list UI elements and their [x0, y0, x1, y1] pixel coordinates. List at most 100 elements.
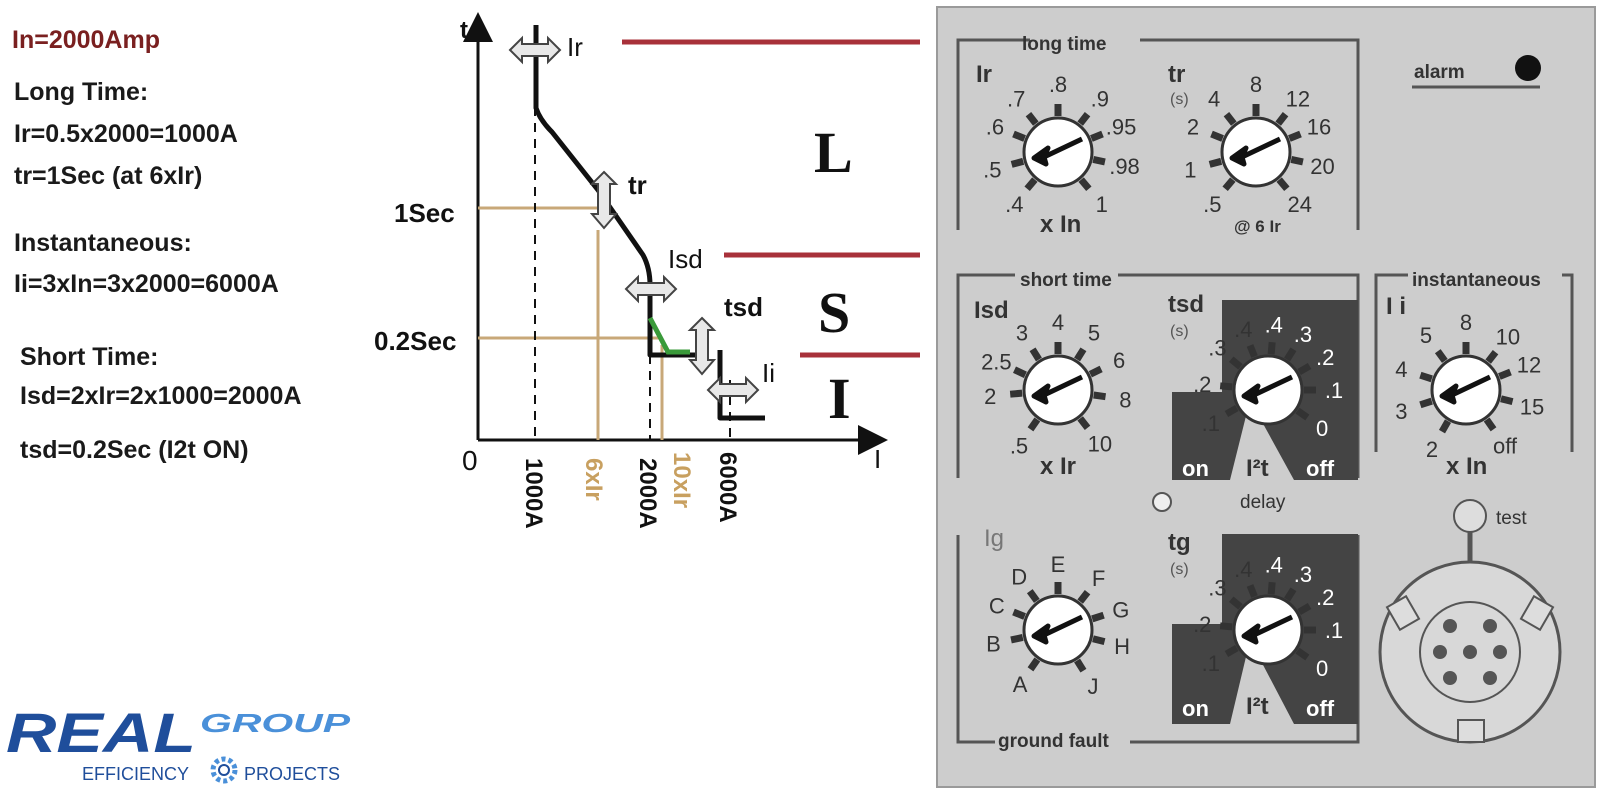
ir-dial-label: Ir: [976, 61, 992, 88]
ii-dial-label: I i: [1386, 293, 1406, 320]
tsd-unit: (s): [1170, 323, 1189, 340]
ig-dial-scale-label: E: [1051, 552, 1066, 577]
tsd-dial-scale-label: .4: [1265, 312, 1283, 337]
group-title-long-time: long time: [1022, 34, 1106, 55]
label-ir: Ir: [567, 32, 583, 62]
origin-label: 0: [462, 445, 478, 476]
tg-dial-scale-label: .2: [1193, 612, 1211, 637]
group-title-short-time: short time: [1020, 270, 1112, 291]
tg-dial-tick: [1228, 596, 1243, 610]
ii-dial-scale-label: 3: [1395, 399, 1407, 424]
isd-dial-tick: [1013, 366, 1027, 378]
ir-dial-scale-label: .95: [1106, 115, 1137, 140]
test-label: test: [1496, 508, 1527, 529]
x-label-2000a: 2000A: [634, 458, 661, 529]
tg-dial-scale-label: .1: [1325, 618, 1343, 643]
tsd-dial-scale-label: 0: [1316, 416, 1328, 441]
tsd-dial-scale-label: .3: [1208, 336, 1226, 361]
instantaneous-ii: Ii=3xIn=3x2000=6000A: [14, 270, 279, 298]
ir-dial-scale-label: .6: [986, 115, 1004, 140]
ig-dial-scale-label: J: [1087, 674, 1098, 699]
tg-dial-tick: [1246, 584, 1258, 598]
tg-i2t-label: I²t: [1246, 693, 1269, 720]
tsd-dial-tick: [1228, 356, 1243, 370]
ig-dial-scale-label: A: [1013, 672, 1028, 697]
short-time-heading: Short Time:: [20, 343, 159, 371]
ii-dial-scale-label: off: [1493, 434, 1518, 459]
tg-dial[interactable]: .1.2.3.4.4.3.2.10: [1193, 552, 1343, 681]
ir-dial-pointer: [1031, 136, 1084, 167]
y-label-02sec: 0.2Sec: [374, 326, 456, 356]
tr-dial-tick: [1210, 130, 1224, 142]
tsd-i2t-label: I²t: [1246, 455, 1269, 482]
trip-curve-diagram: t I 0 Ir tr Isd tsd Ii L S: [374, 12, 920, 529]
ir-dial-scale-label: .8: [1049, 72, 1067, 97]
brand-sub: GROUP: [200, 708, 351, 738]
tr-dial-pointer: [1229, 136, 1282, 167]
ii-dial-tick: [1500, 395, 1514, 406]
label-tsd: tsd: [724, 292, 763, 322]
ir-dial-scale-label: 1: [1096, 192, 1108, 217]
group-title-ground-fault: ground fault: [998, 731, 1109, 752]
ir-dial-tick: [1024, 177, 1038, 192]
ig-dial-scale-label: H: [1114, 634, 1130, 659]
ii-dial-tick: [1434, 349, 1448, 363]
isd-dial-tick: [1077, 416, 1091, 430]
tg-unit: (s): [1170, 561, 1189, 578]
tagline-left: EFFICIENCY: [82, 764, 189, 784]
ig-dial-label: Ig: [984, 525, 1004, 552]
tsd-dial-label: tsd: [1168, 291, 1204, 318]
ir-dial-tick: [1090, 130, 1104, 142]
ir-dial-scale-label: .98: [1109, 154, 1140, 179]
tsd-dial-scale-label: .1: [1202, 411, 1220, 436]
ir-dial-scale-label: .4: [1005, 192, 1023, 217]
x-label-6xir: 6xIr: [580, 458, 607, 501]
tg-dial-scale-label: 0: [1316, 656, 1328, 681]
tg-on-label: on: [1182, 696, 1209, 721]
tagline-right: PROJECTS: [244, 764, 340, 784]
tg-off-label: off: [1306, 696, 1335, 721]
ii-dial-tick: [1419, 371, 1433, 383]
tsd-dial-tick: [1246, 344, 1258, 358]
tr-unit: (s): [1170, 91, 1189, 108]
test-button[interactable]: [1453, 499, 1487, 533]
ig-dial-scale-label: D: [1011, 565, 1027, 590]
x-label-1000a: 1000A: [520, 458, 547, 529]
ir-dial[interactable]: .4.5.6.7.8.9.95.981: [983, 72, 1140, 217]
tr-dial-scale-label: 2: [1187, 115, 1199, 140]
tsd-dial-tick: [1297, 362, 1312, 376]
delay-label: delay: [1240, 492, 1286, 513]
ii-dial-pointer: [1439, 374, 1492, 405]
zone-i: I: [828, 366, 851, 431]
tsd-dial-scale-label: .3: [1294, 322, 1312, 347]
tg-dial-tick: [1224, 644, 1239, 658]
ir-dial-tick: [1025, 112, 1039, 126]
isd-dial-scale-label: .5: [1010, 434, 1028, 459]
tsd-dial[interactable]: .1.2.3.4.4.3.2.10: [1193, 312, 1343, 441]
ii-dial-scale-label: 2: [1426, 437, 1438, 462]
isd-unit: x Ir: [1040, 453, 1076, 480]
tr-dial-scale-label: 8: [1250, 72, 1262, 97]
ig-dial-scale-label: B: [986, 632, 1001, 657]
long-time-ir: Ir=0.5x2000=1000A: [14, 120, 238, 148]
guide-lines: [478, 206, 664, 440]
test-connector-keys: [1385, 594, 1555, 743]
isd-dial-tick: [1027, 417, 1041, 432]
tr-dial-tick: [1276, 177, 1290, 192]
tsd-dial-tick: [1267, 341, 1276, 355]
brand-main: REAL: [6, 701, 196, 764]
label-tr: tr: [628, 170, 647, 200]
tr-dial-scale-label: 16: [1307, 115, 1331, 140]
tr-note: @ 6 Ir: [1234, 217, 1281, 236]
tg-dial-pointer: [1241, 614, 1294, 645]
label-ii: Ii: [762, 358, 775, 388]
t-axis-label: t: [460, 17, 468, 44]
alarm-led: [1515, 55, 1541, 81]
ir-dial-tick: [1012, 130, 1026, 142]
group-title-instantaneous: instantaneous: [1412, 270, 1541, 291]
